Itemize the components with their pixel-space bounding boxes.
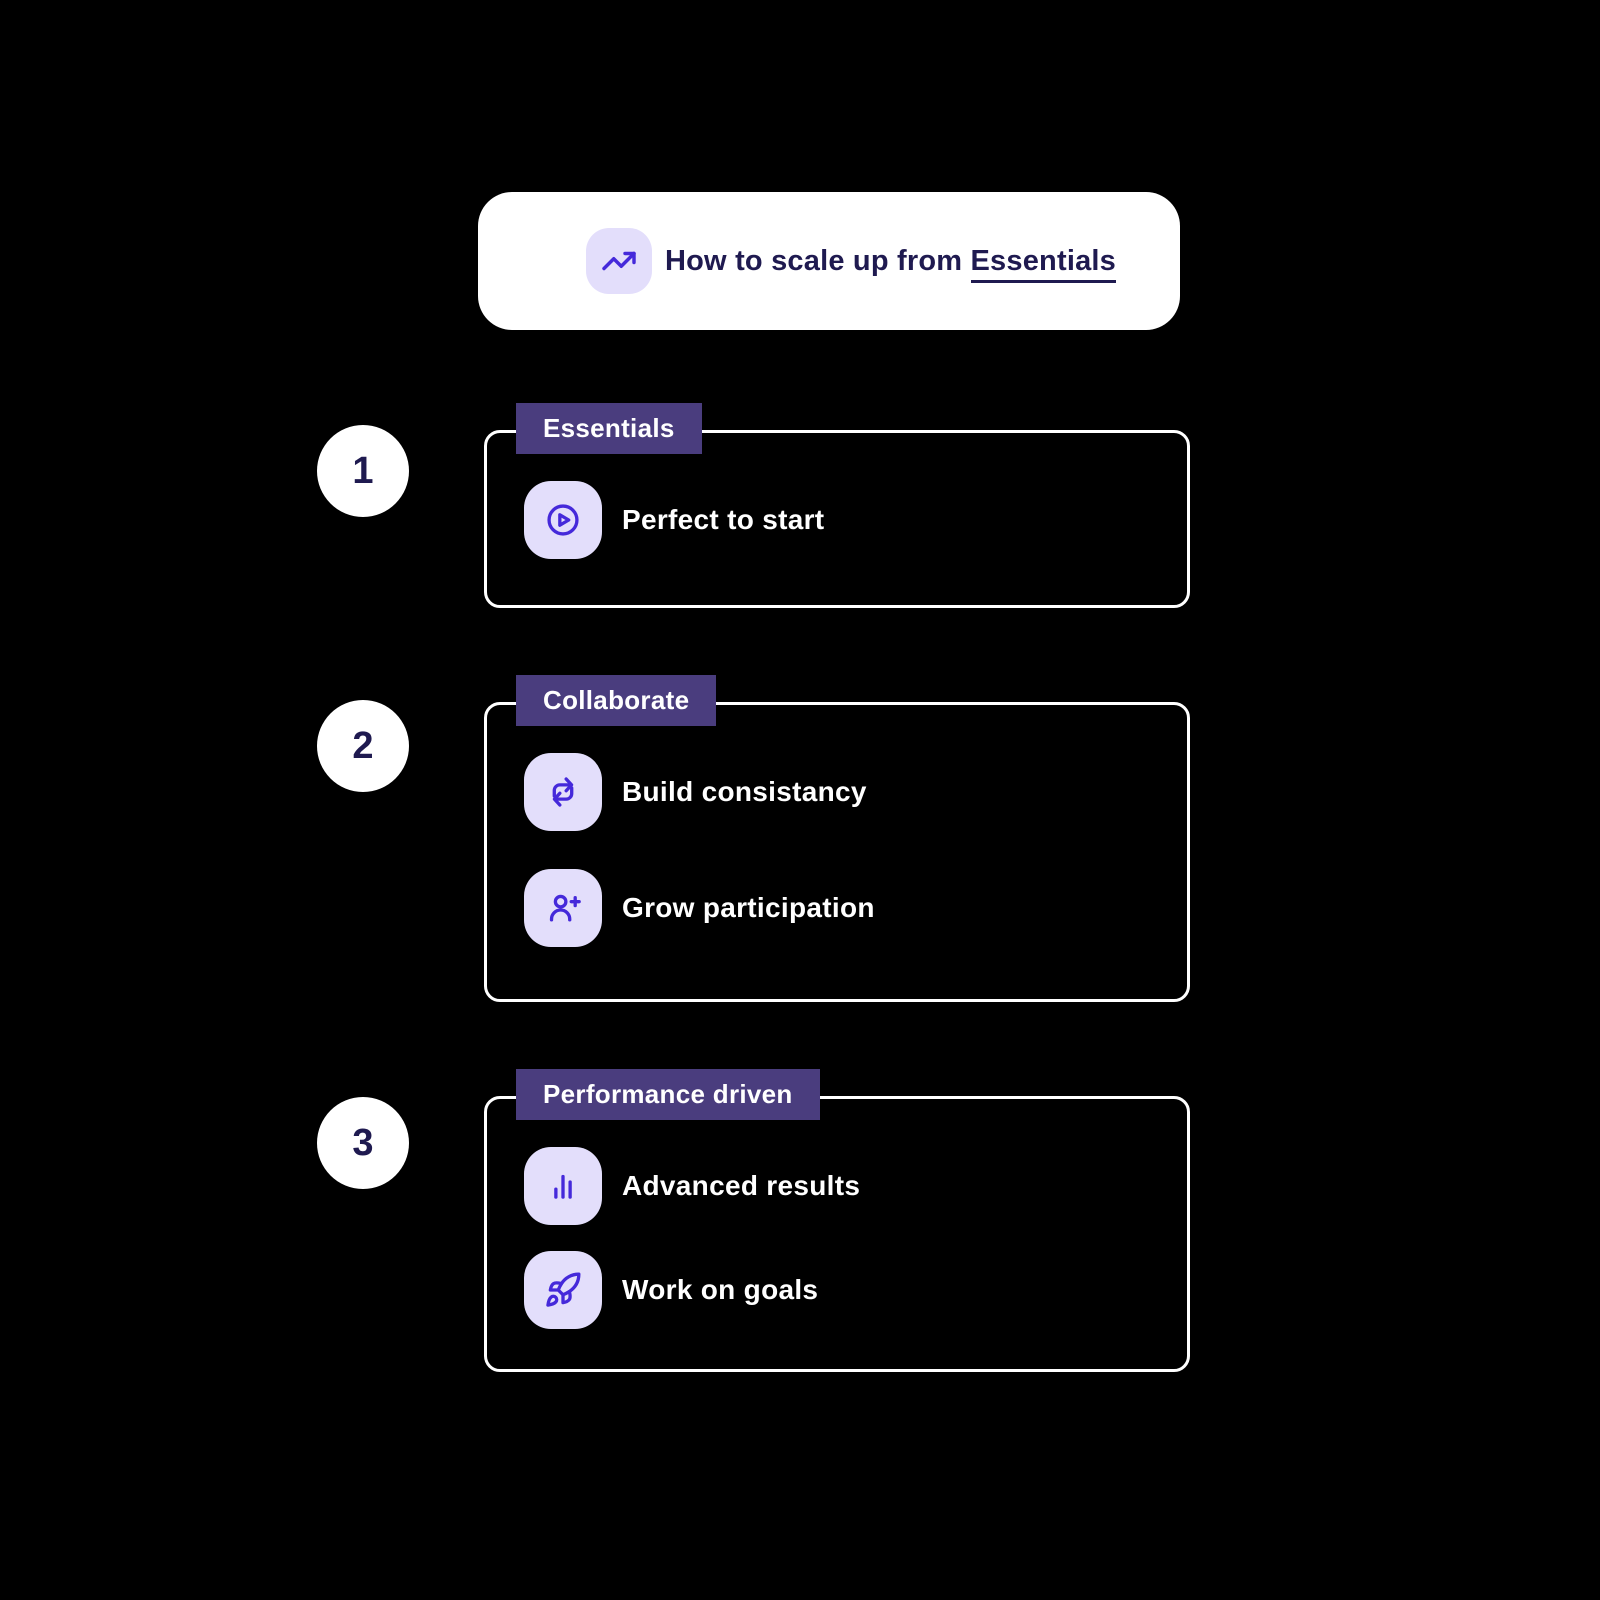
header-card: How to scale up from Essentials (478, 192, 1180, 330)
feature-label: Grow participation (622, 892, 875, 923)
rocket-icon (524, 1251, 602, 1329)
feature-row: Build consistancy (524, 753, 1187, 831)
step-1-number: 1 (317, 425, 409, 517)
section-box-essentials: Essentials Perfect to start (484, 403, 1190, 608)
feature-label: Perfect to start (622, 504, 825, 535)
bar-chart-icon (524, 1147, 602, 1225)
step-3-number: 3 (317, 1097, 409, 1189)
title-text: How to scale up from (665, 244, 971, 277)
feature-row: Work on goals (524, 1251, 1187, 1329)
page-title: How to scale up from Essentials (665, 244, 1116, 283)
essentials-link[interactable]: Essentials (970, 244, 1116, 283)
user-plus-icon (524, 869, 602, 947)
feature-label: Advanced results (622, 1170, 861, 1201)
play-circle-icon (524, 481, 602, 559)
step-2-number: 2 (317, 700, 409, 792)
repeat-icon (524, 753, 602, 831)
section-label-collaborate: Collaborate (516, 675, 717, 726)
section-label-essentials: Essentials (516, 403, 702, 454)
section-box-collaborate: Collaborate Build consistancy (484, 675, 1190, 1002)
trending-up-icon (586, 228, 652, 294)
feature-row: Advanced results (524, 1147, 1187, 1225)
feature-row: Grow participation (524, 869, 1187, 947)
feature-label: Work on goals (622, 1274, 819, 1305)
feature-row: Perfect to start (524, 481, 1187, 559)
section-label-performance: Performance driven (516, 1069, 820, 1120)
feature-label: Build consistancy (622, 776, 867, 807)
section-box-performance: Performance driven Advanced results (484, 1069, 1190, 1372)
